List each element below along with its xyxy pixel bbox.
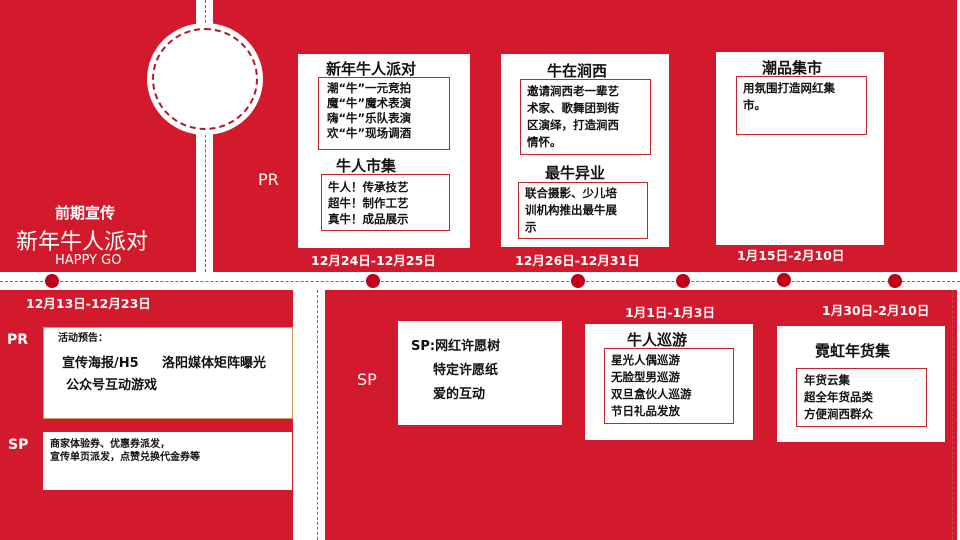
card-title: 新年牛人派对: [326, 60, 417, 78]
label-sp-right: SP: [357, 370, 377, 389]
detail-line: 超全年货品类: [804, 390, 873, 404]
date-range-4: 1月15日-2月10日: [737, 248, 845, 263]
pr-card-trend-market: 潮品集市 用氛围打造网红集 市。: [716, 52, 884, 245]
detail-line: 欢“牛”现场调酒: [327, 126, 412, 140]
sp-line: 特定许愿纸: [433, 363, 499, 378]
detail-line: 无脸型男巡游: [611, 370, 680, 384]
date-range-6: 1月30日-2月10日: [822, 303, 930, 318]
detail-line: 潮“牛”一元竞拍: [327, 81, 412, 95]
detail-line: 节日礼品发放: [611, 404, 680, 418]
timeline-dot-3[interactable]: [571, 274, 585, 288]
intro-tagline: HAPPY GO: [55, 253, 122, 268]
pr-card-niu-in-jianxi: 牛在涧西 邀请涧西老一辈艺 术家、歌舞团到街 区演绎，打造涧西 情怀。 最牛异业…: [501, 54, 669, 247]
timeline-dot-5[interactable]: [777, 273, 791, 287]
timeline-dot-1[interactable]: [45, 274, 59, 288]
preview-line-game: 公众号互动游戏: [66, 378, 158, 393]
date-range-5: 1月1日-1月3日: [625, 305, 715, 320]
label-pr-top: PR: [258, 170, 279, 189]
detail-line: 双旦盒伙人巡游: [611, 387, 692, 401]
card-details-2: 联合摄影、少儿培 训机构推出最牛展 示: [518, 182, 648, 239]
date-range-2: 12月24日-12月25日: [311, 253, 436, 268]
preview-sp-line2: 宣传单页派发，点赞兑换代金券等: [50, 452, 200, 463]
card-title: 牛在涧西: [547, 62, 608, 80]
timeline-dot-2[interactable]: [366, 274, 380, 288]
vertical-divider-top: [205, 0, 206, 272]
detail-line: 魔“牛”魔术表演: [327, 96, 412, 110]
detail-line: 用氛围打造网红集: [743, 81, 835, 95]
detail-line: 训机构推出最牛展: [525, 203, 617, 217]
detail-line: 情怀。: [527, 135, 562, 149]
card-title: 潮品集市: [762, 59, 823, 77]
card-subtitle: 牛人市集: [336, 157, 397, 175]
vertical-divider-bottom: [317, 290, 318, 540]
preview-sp-box: 商家体验券、优惠券派发， 宣传单页派发，点赞兑换代金券等: [43, 432, 292, 490]
intro-subtitle: 前期宣传: [55, 204, 116, 222]
sp-card-parade: 牛人巡游 星光人偶巡游 无脸型男巡游 双旦盒伙人巡游 节日礼品发放: [585, 324, 753, 440]
intro-title: 新年牛人派对: [16, 230, 149, 255]
sp-line: 爱的互动: [433, 387, 486, 402]
card-details: 用氛围打造网红集 市。: [736, 76, 867, 135]
card-details: 邀请涧西老一辈艺 术家、歌舞团到街 区演绎，打造涧西 情怀。: [520, 79, 651, 155]
card-title: 霓虹年货集: [815, 342, 891, 360]
card-subtitle: 最牛异业: [545, 164, 606, 182]
circle-ornament: [147, 23, 263, 135]
preview-pr-box: 活动预告： 宣传海报/H5 洛阳媒体矩阵曝光 公众号互动游戏: [43, 327, 293, 419]
sp-card-neon-market: 霓虹年货集 年货云集 超全年货品类 方便涧西群众: [777, 326, 945, 442]
card-title: 牛人巡游: [627, 331, 688, 349]
label-sp-left: SP: [8, 437, 29, 453]
detail-line: 区演绎，打造涧西: [527, 118, 619, 132]
detail-line: 术家、歌舞团到街: [527, 101, 619, 115]
detail-line: 市。: [743, 98, 766, 112]
circle-dashed-ring: [152, 28, 258, 130]
label-pr-bottom: PR: [7, 332, 29, 348]
date-range-1: 12月13日-12月23日: [26, 296, 151, 311]
preview-heading: 活动预告：: [58, 333, 108, 344]
timeline-dot-6[interactable]: [888, 274, 902, 288]
timeline-dot-4[interactable]: [676, 274, 690, 288]
detail-line: 星光人偶巡游: [611, 353, 680, 367]
card-details: 星光人偶巡游 无脸型男巡游 双旦盒伙人巡游 节日礼品发放: [604, 348, 734, 424]
sp-line: SP:网红许愿树: [411, 339, 501, 354]
card-details: 潮“牛”一元竞拍 魔“牛”魔术表演 嗨“牛”乐队表演 欢“牛”现场调酒: [318, 77, 450, 150]
sp-card-wishing-tree: SP:网红许愿树 特定许愿纸 爱的互动: [398, 321, 562, 425]
date-range-3: 12月26日-12月31日: [515, 253, 640, 268]
preview-line-poster: 宣传海报/H5: [62, 356, 139, 371]
detail-line: 方便涧西群众: [804, 407, 873, 421]
detail-line: 邀请涧西老一辈艺: [527, 84, 619, 98]
preview-line-media: 洛阳媒体矩阵曝光: [162, 356, 267, 371]
timeline-axis: [0, 281, 960, 282]
detail-line: 嗨“牛”乐队表演: [327, 111, 412, 125]
detail-line: 联合摄影、少儿培: [525, 186, 617, 200]
detail-line: 年货云集: [804, 373, 850, 387]
detail-line: 示: [525, 220, 537, 234]
detail-line: 牛人！传承技艺: [328, 180, 409, 194]
right-edge-divider: [952, 290, 953, 540]
preview-sp-line1: 商家体验券、优惠券派发，: [50, 439, 170, 450]
card-details: 年货云集 超全年货品类 方便涧西群众: [796, 368, 927, 427]
card-details-2: 牛人！传承技艺 超牛！制作工艺 真牛！成品展示: [321, 174, 450, 231]
detail-line: 真牛！成品展示: [328, 212, 409, 226]
pr-card-new-year-party: 新年牛人派对 潮“牛”一元竞拍 魔“牛”魔术表演 嗨“牛”乐队表演 欢“牛”现场…: [298, 54, 470, 248]
detail-line: 超牛！制作工艺: [328, 196, 409, 210]
